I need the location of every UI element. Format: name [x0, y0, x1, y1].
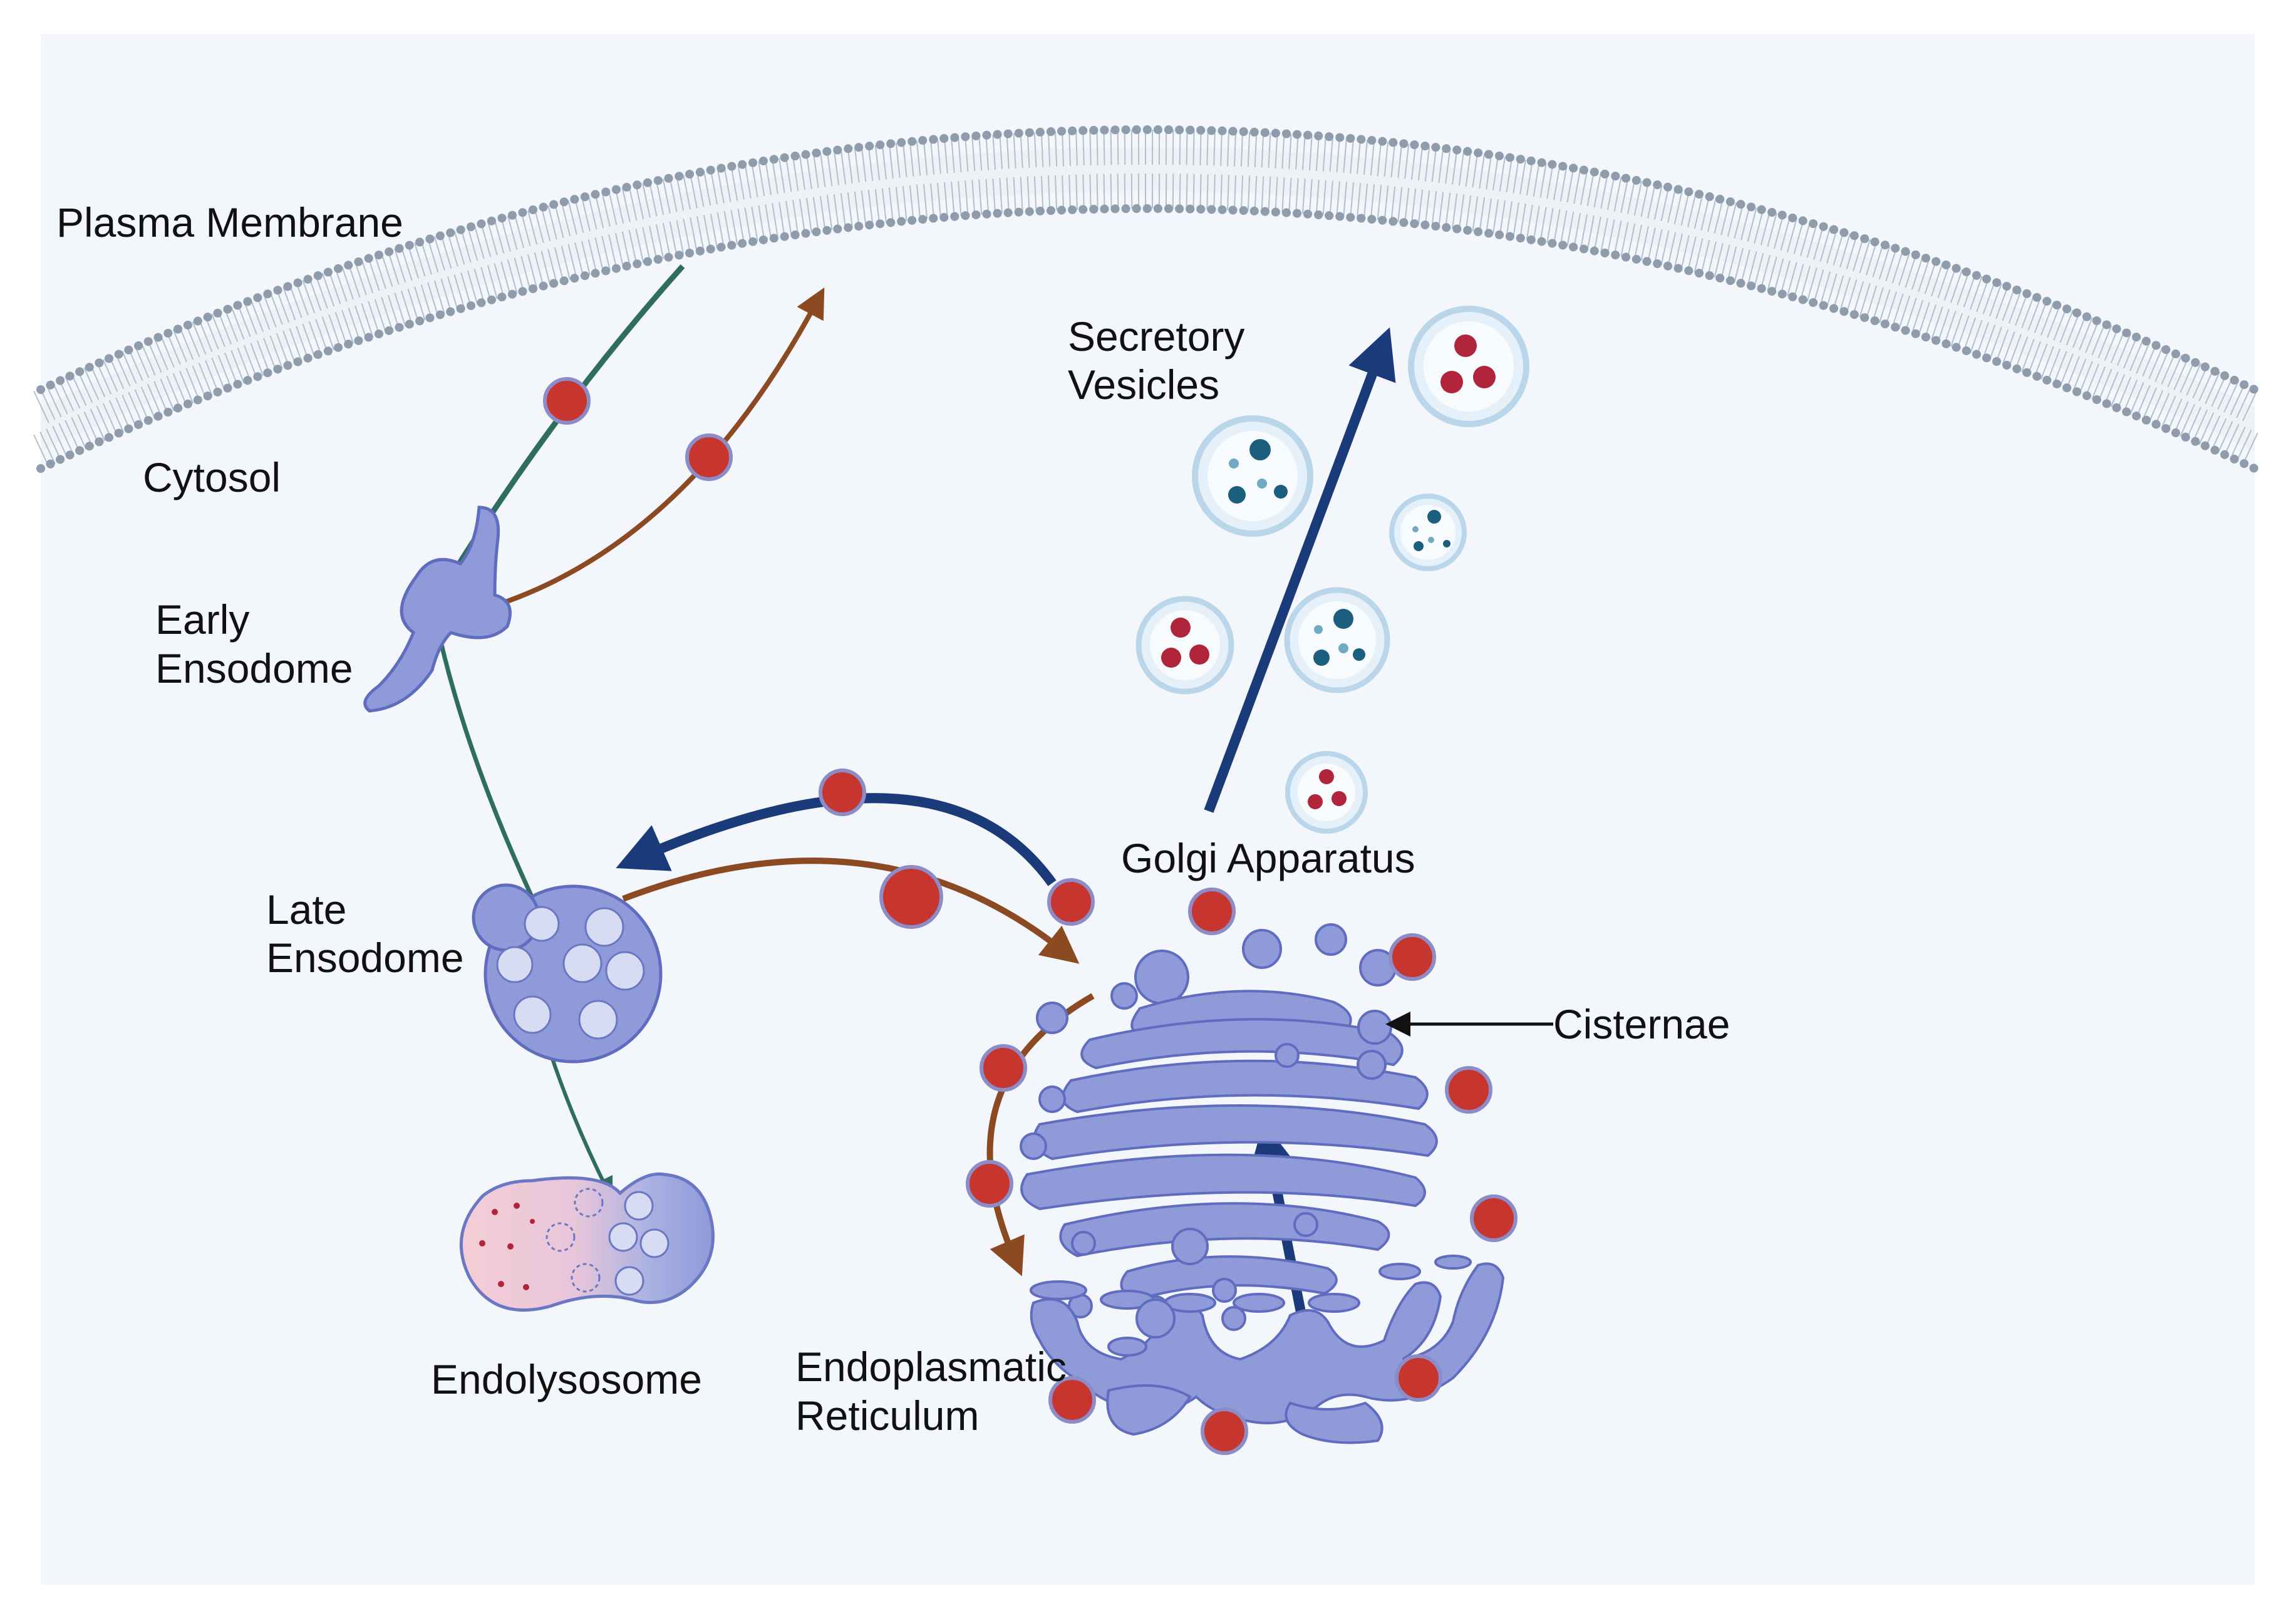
label-endolysosome: Endolysosome [431, 1356, 702, 1402]
plasma-membrane [33, 125, 2262, 473]
label-cisternae: Cisternae [1553, 1001, 1730, 1047]
secretory-vesicle-5 [1284, 587, 1390, 693]
endolysosome [459, 1172, 715, 1312]
label-early-endosome-1: Early [155, 596, 249, 643]
label-late-endosome-2: Ensodome [266, 935, 464, 981]
endoplasmic-reticulum [1030, 1255, 1505, 1444]
label-golgi-apparatus: Golgi Apparatus [1121, 835, 1415, 881]
secretory-vesicle-1 [1408, 306, 1529, 427]
label-er-2: Reticulum [795, 1392, 979, 1439]
label-er-1: Endoplasmatic [795, 1344, 1067, 1390]
secretory-vesicle-4 [1135, 596, 1234, 695]
cargo-particles [543, 377, 1518, 1455]
label-late-endosome-1: Late [266, 886, 346, 933]
secretory-vesicle-3 [1389, 494, 1467, 571]
label-plasma-membrane: Plasma Membrane [56, 199, 403, 246]
secretory-vesicle-6 [1285, 751, 1368, 834]
label-cytosol: Cytosol [143, 454, 281, 500]
early-to-late-arrow [433, 616, 546, 924]
label-secretory-vesicles-2: Vesicles [1068, 361, 1219, 408]
late-to-golgi-arrow [622, 857, 1080, 964]
label-early-endosome-2: Ensodome [155, 645, 353, 691]
label-secretory-vesicles-1: Secretory [1068, 313, 1244, 360]
late-endosome [472, 883, 663, 1064]
golgi-to-late-arrow [616, 793, 1057, 886]
secretory-vesicle-2 [1192, 415, 1313, 537]
early-endosome [363, 505, 512, 713]
golgi-to-vesicles-arrow [1204, 327, 1396, 813]
golgi-apparatus [1020, 923, 1438, 1331]
